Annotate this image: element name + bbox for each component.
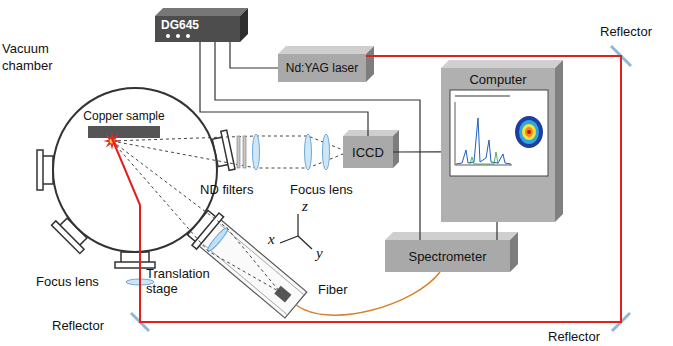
iccd-body [343, 130, 399, 168]
signal-wire [496, 222, 497, 240]
node-text: DG645 [161, 18, 199, 33]
signal-wire [200, 42, 368, 136]
lens [253, 134, 260, 170]
node-text: Copper sample [83, 109, 164, 124]
laser-body [278, 46, 374, 82]
lens [323, 134, 330, 170]
part-label: Translation stage [146, 266, 216, 296]
computer-body [441, 60, 563, 222]
translation-stage [198, 219, 307, 318]
spectrometer-body [385, 232, 518, 272]
device-box: DG645 [155, 16, 240, 42]
part-label: Focus lens [36, 274, 99, 289]
part-label: Reflector [548, 329, 600, 344]
signal-wire [215, 42, 420, 240]
part-label: ND filters [200, 182, 253, 197]
device-box: Nd:YAG laser [278, 54, 366, 82]
sample-plate: Copper sample [88, 126, 160, 138]
lens [305, 134, 312, 170]
optical-fiber [296, 272, 440, 315]
nd-filter [243, 136, 246, 168]
laser-beam [112, 56, 621, 322]
chamber-circle: Vacuum chamberCopper sample [53, 88, 217, 252]
part-label: Reflector [600, 24, 652, 39]
axis-label: x [268, 232, 275, 247]
node-text: Spectrometer [408, 249, 486, 264]
device-box: ICCD [343, 136, 393, 168]
reflector-mirror [131, 46, 631, 331]
vacuum-chamber [37, 88, 235, 268]
nd-filter [237, 136, 240, 168]
node-text: Vacuum chamber [2, 40, 64, 74]
axis-label: z [302, 199, 308, 214]
signal-wire [230, 42, 278, 68]
part-label: Fiber [318, 282, 348, 297]
delay-generator-body [155, 8, 248, 42]
part-label: Reflector [52, 318, 104, 333]
axis-label: y [316, 246, 323, 261]
copper-sample [88, 126, 160, 138]
device-box: Spectrometer [385, 240, 510, 272]
node-text: ICCD [352, 145, 384, 160]
part-label: Focus lens [290, 182, 353, 197]
node-text: Computer [441, 72, 555, 87]
computer-box: Computer [441, 68, 555, 222]
signal-wire [393, 151, 441, 152]
node-text: Nd:YAG laser [286, 61, 358, 76]
coordinate-axes [280, 214, 312, 249]
